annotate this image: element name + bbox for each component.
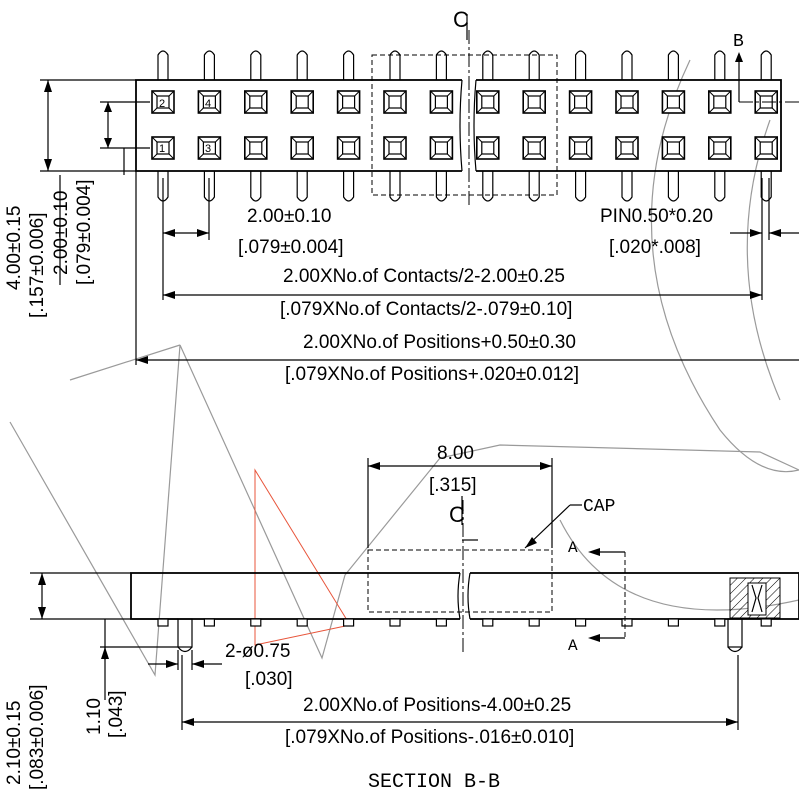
pin-stub-lower: [714, 171, 726, 202]
centerline-label-side: C: [449, 502, 465, 527]
pin-stub-upper: [667, 50, 679, 80]
post-span-dim: 2.00XNo.of Positions-4.00±0.25: [303, 695, 571, 716]
top-view: C 2 4 1 3 B 4.00±0.15 [.157±0.006] 2.00±…: [4, 7, 799, 385]
post-diameter-dim: 2-ø0.75: [225, 641, 290, 662]
contact-tab: [203, 618, 215, 627]
pin-stub-upper: [621, 50, 633, 80]
contact-grid: [151, 90, 779, 160]
contact-tab: [389, 618, 401, 627]
contact-tab: [250, 618, 262, 627]
pin-stub-lower: [667, 171, 679, 202]
section-marker-a-top: A: [568, 539, 578, 557]
overall-length-dim: 2.00XNo.of Positions+0.50±0.30: [303, 332, 576, 353]
pin-stub-lower: [482, 171, 494, 202]
contact-tab: [343, 618, 355, 627]
cap-label: CAP: [583, 497, 615, 517]
pin-number-3: 3: [205, 143, 211, 155]
red-annotation-triangle: [254, 468, 351, 646]
cap-width-dim-in: [.315]: [429, 475, 477, 496]
pin-stub-lower: [389, 171, 401, 202]
pin-stub-upper: [575, 50, 587, 80]
height-dim-in: [.157±0.006]: [27, 212, 48, 318]
cap-width-dim: 8.00: [437, 443, 474, 464]
body-height-dim-in: [.083±0.006]: [27, 684, 48, 790]
contact-tab: [435, 618, 447, 627]
section-title: SECTION B-B: [368, 771, 500, 791]
pin-stub-lower: [621, 171, 633, 202]
pin-stub-lower: [760, 171, 772, 202]
post-length-dim: 1.10: [84, 698, 105, 735]
centerline-label-top: C: [453, 7, 469, 32]
cap-outline-top: [371, 54, 558, 196]
contact-tab: [482, 618, 494, 627]
overall-length-dim-in: [.079XNo.of Positions+.020±0.012]: [285, 364, 579, 385]
pin-size-dim: PIN0.50*0.20: [600, 206, 713, 227]
contact-tab: [296, 618, 308, 627]
height-dim: 4.00±0.15: [4, 206, 25, 290]
pin-stub-upper: [760, 50, 772, 80]
row-pitch-dim: 2.00±0.10: [51, 191, 72, 275]
pitch-dim-in: [.079±0.004]: [238, 237, 344, 258]
pin-stub-upper: [296, 50, 308, 80]
contact-tab: [528, 618, 540, 627]
section-marker-b: B: [733, 32, 744, 52]
post-right: [727, 618, 743, 648]
post-span-dim-in: [.079XNo.of Positions-.016±0.010]: [285, 727, 574, 748]
row-span-dim-in: [.079XNo.of Contacts/2-.079±0.10]: [280, 299, 572, 320]
connector-body-top: [135, 79, 782, 172]
pin-number-4: 4: [205, 98, 211, 110]
pin-number-1: 1: [159, 143, 165, 155]
post-left: [177, 618, 193, 648]
row-span-dim: 2.00XNo.of Contacts/2-2.00±0.25: [283, 266, 565, 287]
body-height-dim: 2.10±0.15: [4, 701, 25, 785]
row-pitch-dim-in: [.079±0.004]: [74, 179, 95, 285]
pin-stub-lower: [575, 171, 587, 202]
pin-stub-lower: [435, 171, 447, 202]
contact-tab: [714, 618, 726, 627]
pin-stub-upper: [203, 50, 215, 80]
contact-tabs: [157, 618, 772, 627]
pin-stub-lower: [528, 171, 540, 202]
contact-tab: [157, 618, 169, 627]
section-view: C CAP A A 8.00 [.315] 2-ø0.75 [.030]: [4, 443, 799, 791]
pin-size-dim-in: [.020*.008]: [609, 237, 701, 258]
pin-stub-upper: [343, 50, 355, 80]
pin-stub-upper: [528, 50, 540, 80]
contact-tab: [760, 618, 772, 627]
contact-tab: [621, 618, 633, 627]
pitch-dim: 2.00±0.10: [247, 206, 331, 227]
section-marker-a-bottom: A: [568, 637, 578, 655]
pin-stub-upper: [714, 50, 726, 80]
pin-stub-upper: [250, 50, 262, 80]
pin-stub-lower: [343, 171, 355, 202]
post-diameter-dim-in: [.030]: [245, 669, 293, 690]
contact-tab: [574, 618, 587, 627]
post-length-dim-in: [.043]: [106, 690, 127, 738]
pin-number-2: 2: [159, 98, 165, 110]
pin-stubs: [157, 50, 772, 202]
contact-tab: [667, 618, 680, 627]
pin-stub-upper: [157, 50, 169, 80]
pin-stub-lower: [250, 171, 262, 202]
cap-outline-side: [367, 549, 553, 613]
pin-stub-lower: [296, 171, 308, 202]
